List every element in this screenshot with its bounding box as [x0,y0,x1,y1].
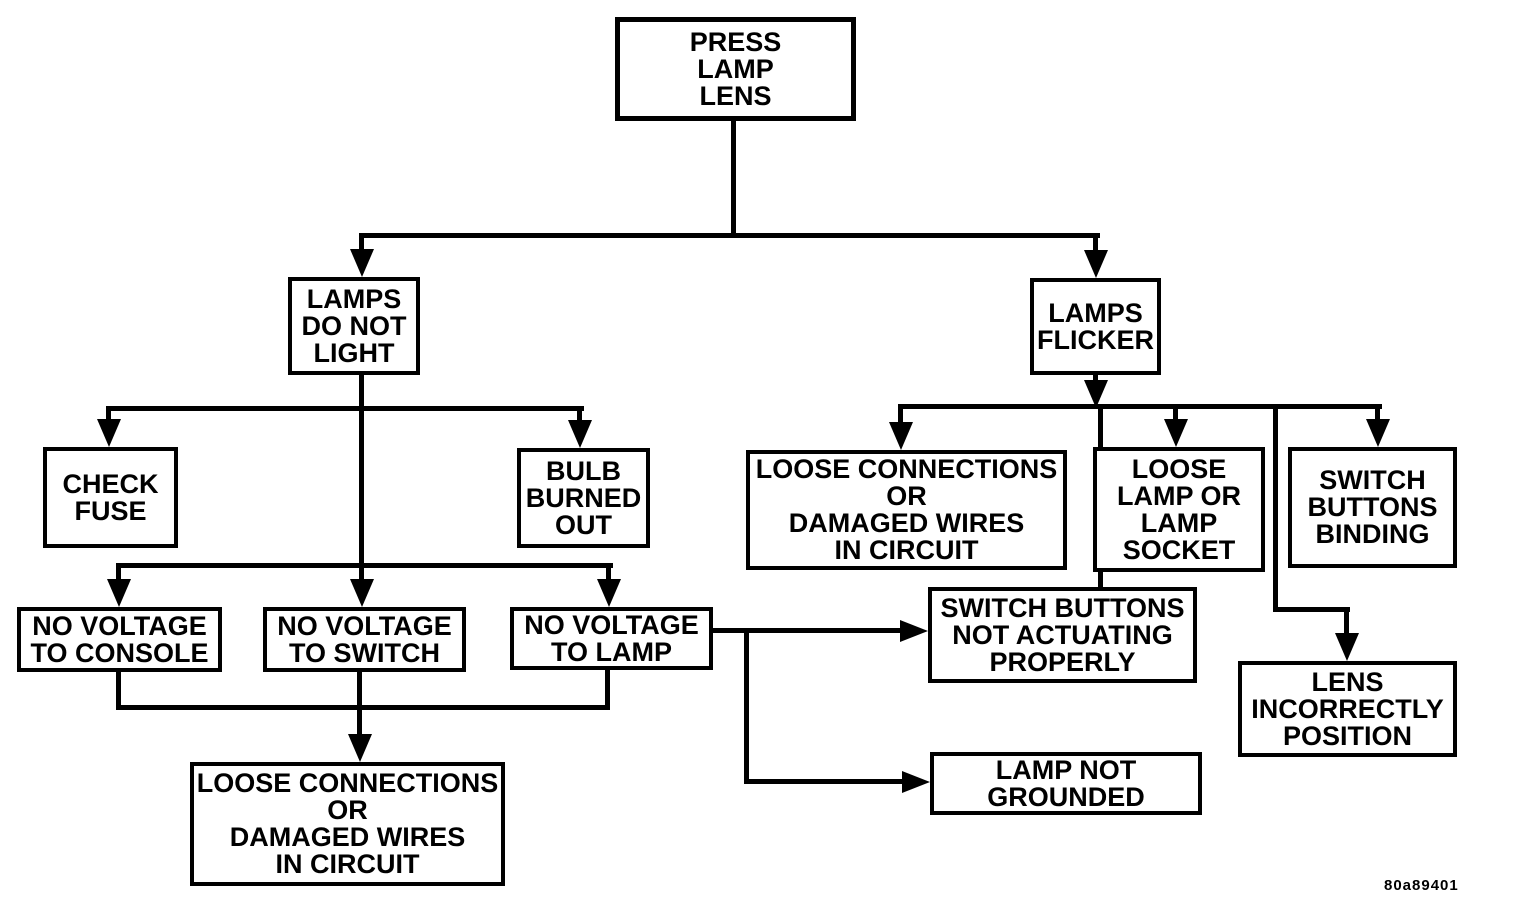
node-lamps-do-not-light: LAMPS DO NOT LIGHT [288,277,420,375]
line-to-lens-incorrectly-position [1344,607,1349,635]
line-to-no-voltage-switch [359,563,364,581]
arrowhead-bulb-burned-out [568,420,592,448]
arrowhead-no-voltage-console [107,579,131,607]
arrowhead-switch-buttons-binding [1366,419,1390,447]
arrowhead-lamp-not-grounded [902,771,930,793]
node-bulb-burned-out: BULB BURNED OUT [517,448,650,548]
line-join-bottom [116,705,610,710]
node-lamps-flicker: LAMPS FLICKER [1030,278,1161,375]
arrowhead-loose-connections-left [348,734,372,762]
node-loose-connections-left: LOOSE CONNECTIONS OR DAMAGED WIRES IN CI… [190,762,505,886]
line-top-branch [359,233,1100,238]
arrowhead-check-fuse [97,419,121,447]
line-lens-drop [1273,404,1278,612]
line-to-bulb-burned-out [577,406,582,422]
line-to-loose-lamp-socket [1173,404,1178,421]
node-switch-buttons-not-actuating: SWITCH BUTTONS NOT ACTUATING PROPERLY [928,587,1197,683]
line-to-lamp-not-grounded [744,779,904,784]
node-switch-buttons-binding: SWITCH BUTTONS BINDING [1288,447,1457,568]
line-no-voltage-branch [116,563,613,568]
line-lamp-grounded-drop [744,628,749,784]
line-flicker-branch [898,404,1382,409]
node-lamp-not-grounded: LAMP NOT GROUNDED [930,752,1202,815]
line-to-check-fuse [106,406,111,422]
line-lamps-do-not-light-stem [359,373,364,569]
arrowhead-lamps-do-not-light [350,249,374,277]
node-no-voltage-to-switch: NO VOLTAGE TO SWITCH [263,607,466,672]
arrowhead-lamps-flicker [1084,250,1108,278]
line-to-no-voltage-console [116,563,121,581]
node-loose-connections-right: LOOSE CONNECTIONS OR DAMAGED WIRES IN CI… [746,450,1067,570]
arrowhead-loose-connections-right [889,422,913,450]
line-lamp-join [605,669,610,710]
node-no-voltage-to-console: NO VOLTAGE TO CONSOLE [17,607,222,672]
figure-code-label: 80a89401 [1384,877,1459,894]
node-press-lamp-lens: PRESS LAMP LENS [615,17,856,121]
line-press-stem [731,121,736,238]
line-to-lamps-flicker [1093,233,1098,253]
line-to-no-voltage-lamp [606,563,611,581]
line-to-switch-buttons-binding [1375,404,1380,421]
line-fuse-bulb-branch [106,406,584,411]
arrowhead-no-voltage-switch [350,579,374,607]
node-check-fuse: CHECK FUSE [43,447,178,548]
node-lens-incorrectly-position: LENS INCORRECTLY POSITION [1238,661,1457,757]
node-loose-lamp-socket: LOOSE LAMP OR LAMP SOCKET [1093,447,1265,572]
line-console-join [116,671,121,710]
arrowhead-lens-incorrectly-position [1335,633,1359,661]
line-to-switch-buttons-not-actuating [712,628,902,633]
node-no-voltage-to-lamp: NO VOLTAGE TO LAMP [510,607,713,670]
arrowhead-switch-buttons-not-actuating [900,620,928,642]
arrowhead-loose-lamp-socket [1164,419,1188,447]
arrowhead-no-voltage-lamp [597,579,621,607]
line-to-lamps-do-not-light [359,233,364,253]
line-lens-elbow [1273,607,1350,612]
line-to-loose-connections-right [898,404,903,424]
arrowhead-flicker-branch [1084,380,1108,408]
line-to-loose-connections-left [357,671,362,736]
